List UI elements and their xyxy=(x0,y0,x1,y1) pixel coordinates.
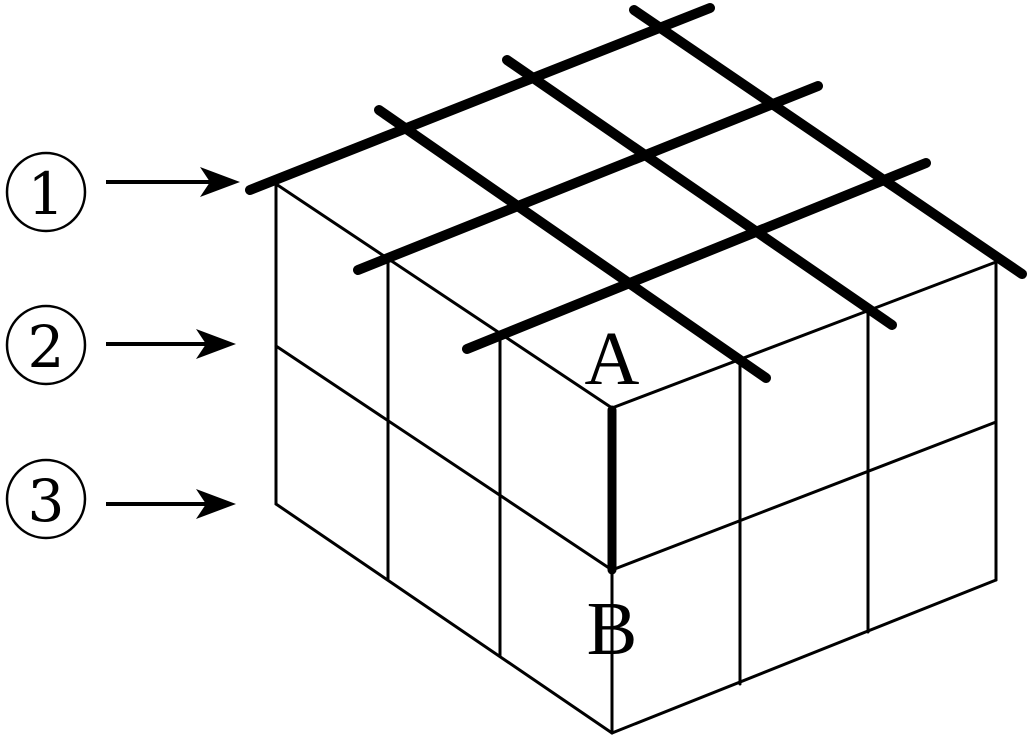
marker-1-circle xyxy=(5,151,87,233)
marker-2-circle xyxy=(5,304,87,386)
right-face-top-edge xyxy=(610,260,998,410)
left-face-middle-line xyxy=(274,344,614,572)
marker-3-arrow-head xyxy=(196,489,236,519)
marker-2-arrow-head xyxy=(196,329,236,359)
top-grid-line-5 xyxy=(502,55,897,330)
left-face-top-edge xyxy=(274,182,614,410)
point-label-a: A xyxy=(585,317,640,401)
right-face-bottom-edge xyxy=(610,578,998,735)
top-face-thick-grid xyxy=(245,3,1027,383)
top-grid-line-1 xyxy=(245,3,715,195)
marker-1-arrow-head xyxy=(200,167,240,197)
right-face-grid xyxy=(610,260,998,735)
marker-2: 2 xyxy=(5,304,236,386)
top-grid-line-2 xyxy=(353,81,823,275)
point-label-b: B xyxy=(587,587,638,671)
marker-2-number: 2 xyxy=(28,313,65,381)
marker-3-number: 3 xyxy=(28,467,65,535)
marker-1: 1 xyxy=(5,151,240,233)
top-grid-line-4 xyxy=(629,5,1027,279)
right-face-middle-line xyxy=(610,420,998,572)
marker-1-number: 1 xyxy=(28,160,65,228)
marker-3: 3 xyxy=(5,458,236,540)
left-face-grid xyxy=(274,182,614,735)
top-grid-line-6 xyxy=(374,105,771,383)
left-face-bottom-edge xyxy=(274,502,614,735)
top-grid-line-3 xyxy=(462,158,931,354)
marker-3-circle xyxy=(5,458,87,540)
